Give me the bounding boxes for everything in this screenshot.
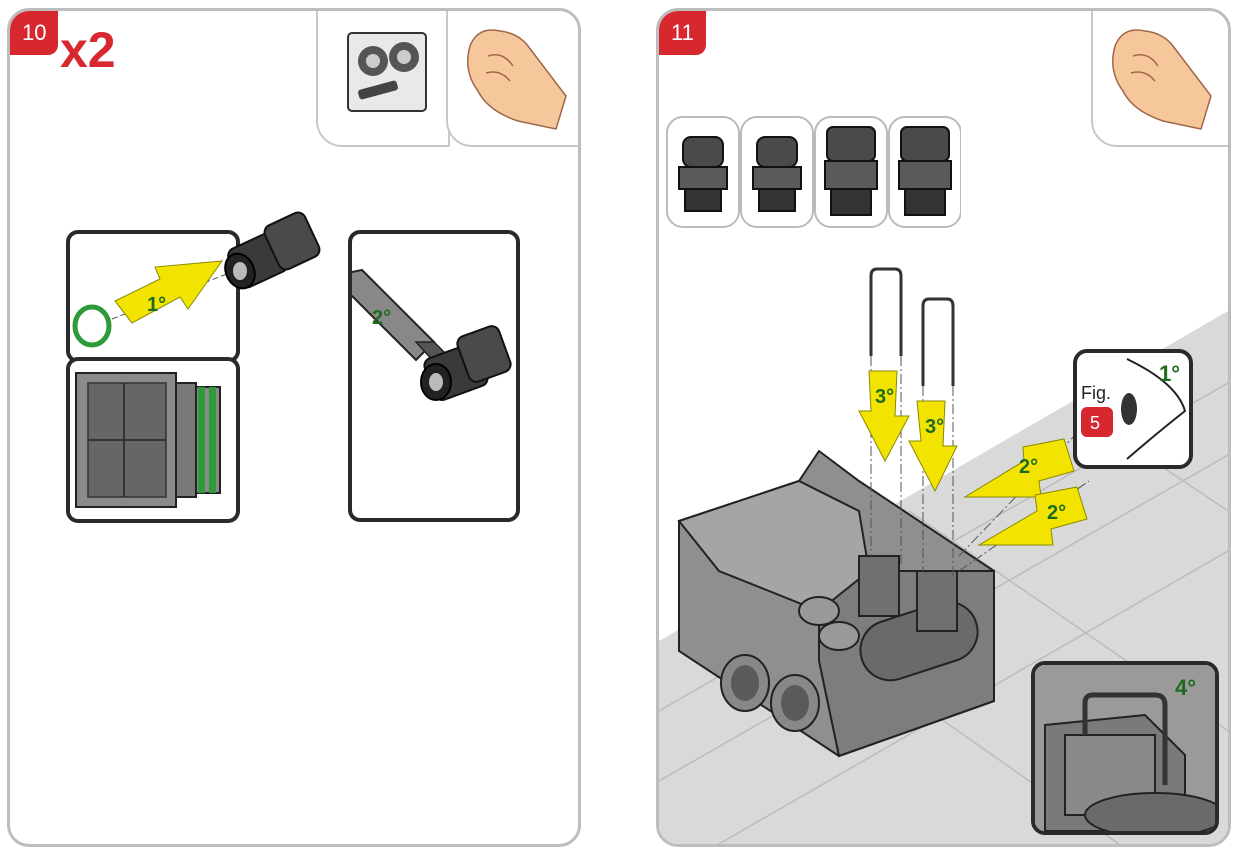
quantity-multiplier: x2 [60, 22, 116, 78]
fitting-thumbnail-3 [814, 116, 888, 228]
fitting-thumbnails [666, 116, 961, 228]
arrow-3a-icon [858, 370, 910, 463]
figure-reference-number: 5 [1090, 413, 1100, 433]
fitting-icon [224, 211, 321, 290]
hand-icon [1112, 29, 1212, 130]
grease-application-drawing: 2° [352, 268, 512, 401]
tool-tab-hand [1091, 11, 1228, 147]
arrow-1-icon [114, 260, 224, 324]
retaining-clips [869, 267, 955, 386]
arrow-2b-icon [977, 486, 1088, 546]
tool-tab-lubricant [316, 11, 450, 147]
eye-check-icon: 1° Fig. 5 [1081, 358, 1187, 460]
fitting-thumbnail-2 [740, 116, 814, 228]
clip-closeup-drawing: 4° [1035, 665, 1215, 831]
figure-5-callout: 1° Fig. 5 [1073, 349, 1193, 469]
fitting-thumbnail-1 [666, 116, 740, 228]
oring-icon [72, 304, 112, 348]
step-number-badge: 10 [10, 11, 59, 55]
lubricant-grease-icon [347, 32, 427, 112]
clip-closeup-frame: 4° [1031, 661, 1219, 835]
tool-tab-hand [446, 11, 578, 147]
hand-icon [467, 29, 567, 130]
step-10-panel: 10 x2 1° [7, 8, 581, 847]
fitting-thumbnail-4 [888, 116, 961, 228]
step-label-2b: 2° [1047, 502, 1066, 524]
arrow-3b-icon [908, 400, 958, 493]
step-label-2a: 2° [1019, 456, 1038, 478]
step-label-3a: 3° [875, 386, 894, 408]
step-11-panel: 11 [656, 8, 1231, 847]
figure-reference-text: Fig. [1081, 383, 1111, 403]
step-label-1: 1° [1159, 361, 1180, 386]
step-number-badge: 11 [659, 11, 706, 55]
step-label-4: 4° [1175, 675, 1196, 700]
pump-control-box [677, 449, 995, 758]
fitting-closeup-frame [66, 357, 240, 523]
oring-install-drawing: 1° [72, 211, 321, 348]
fitting-with-oring-closeup [75, 372, 221, 508]
step-label-3b: 3° [925, 416, 944, 438]
fitting-icon [420, 325, 512, 401]
step-label-2: 2° [372, 307, 391, 329]
arrow-2a-icon [963, 438, 1075, 498]
grease-application-frame: 2° [348, 230, 520, 522]
step-label-1: 1° [147, 294, 166, 316]
